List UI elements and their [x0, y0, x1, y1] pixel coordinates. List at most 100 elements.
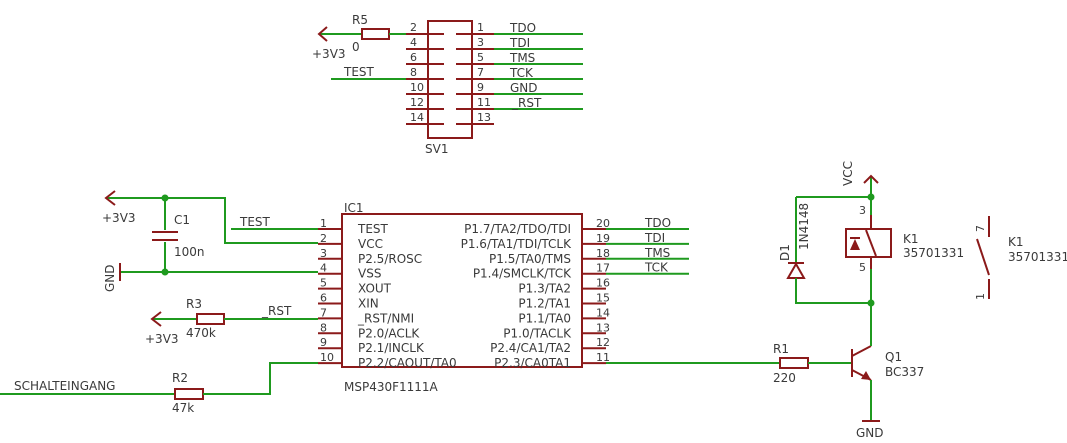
ic1-pin-name: XOUT	[358, 282, 392, 296]
ic1-pin-number: 6	[320, 292, 327, 305]
sv1-pin-label: 1	[477, 21, 484, 34]
c1-value: 100n	[174, 245, 205, 259]
sv1-pin-label: 13	[477, 111, 491, 124]
signal-label: _RST	[511, 96, 542, 110]
k1-pin-3: 3	[859, 204, 866, 217]
k1-pin-7: 7	[974, 225, 987, 232]
sv1-pin-label: 14	[410, 111, 424, 124]
ic-signal-label: TMS	[644, 246, 670, 260]
ic1-pin-number: 20	[596, 217, 610, 230]
r2-value: 47k	[172, 401, 194, 415]
sv1-pin-label: 3	[477, 36, 484, 49]
ic1-part: MSP430F1111A	[344, 380, 439, 394]
supply-label-c1: +3V3	[102, 211, 136, 225]
ic1-pin-name: P2.5/ROSC	[358, 252, 422, 266]
ic1-pin-name: P1.6/TA1/TDI/TCLK	[461, 237, 572, 251]
k1-coil-value: 35701331	[903, 246, 964, 260]
relay-k1-coil: VCC 3 5 K1 35701331	[796, 161, 964, 307]
sv1-pin-label: 4	[410, 36, 417, 49]
rst-net-label: _RST	[261, 304, 292, 318]
ic1-pin-name: TEST	[357, 222, 389, 236]
ic1-pin-name: VSS	[358, 267, 381, 281]
ic1-pin-number: 1	[320, 217, 327, 230]
ic1-pin-name: P1.5/TA0/TMS	[489, 252, 571, 266]
ic1-pin-number: 2	[320, 232, 327, 245]
ic1-pin-name: _RST/NMI	[357, 311, 414, 325]
d1-name: D1	[778, 244, 792, 261]
r1-value: 220	[773, 371, 796, 385]
ic1-pin-number: 9	[320, 336, 327, 349]
ic1-pin-name: P1.4/SMCLK/TCK	[473, 267, 572, 281]
ic1-pin-name: P1.0/TACLK	[503, 326, 572, 340]
sv1-pin-label: 5	[477, 51, 484, 64]
ic1-pin-name: P1.3/TA2	[518, 282, 571, 296]
signal-label: TDI	[509, 36, 530, 50]
sv1-pin-label: 8	[410, 66, 417, 79]
resistor-r5: R5 0	[319, 13, 406, 54]
signal-label: TDO	[509, 21, 536, 35]
c1-name: C1	[174, 213, 190, 227]
d1-value: 1N4148	[797, 203, 811, 250]
test-net-label-ic: TEST	[239, 215, 271, 229]
ic1-pin-number: 5	[320, 277, 327, 290]
transistor-q1: Q1 BC337 GND	[851, 303, 924, 440]
ic1-pin-number: 7	[320, 306, 327, 319]
k1-contact-name: K1	[1008, 235, 1024, 249]
relay-k1-contact: 7 1 K1 35701331	[974, 216, 1067, 300]
gnd-label-q1: GND	[856, 426, 884, 440]
ic1-pin-number: 17	[596, 262, 610, 275]
ic1-pin-number: 8	[320, 321, 327, 334]
ground-left: GND	[103, 263, 318, 292]
ic1-pin-name: P2.3/CA0TA1	[494, 356, 571, 370]
ic1-pin-name: P2.1/INCLK	[358, 341, 425, 355]
k1-coil-name: K1	[903, 232, 919, 246]
ic1-pin-name: P1.7/TA2/TDO/TDI	[464, 222, 571, 236]
r1-name: R1	[773, 342, 789, 356]
k1-pin-5: 5	[859, 261, 866, 274]
vcc-label: VCC	[841, 161, 855, 186]
resistor-r2: R2 47k SCHALTEINGANG	[0, 362, 318, 415]
ic1-pin-name: P1.2/TA1	[518, 297, 571, 311]
ic1-pin-number: 3	[320, 247, 327, 260]
ic1-pin-name: XIN	[358, 297, 379, 311]
sv1-pin-label: 7	[477, 66, 484, 79]
sv1-pin-label: 11	[477, 96, 491, 109]
sv1-pin-label: 10	[410, 81, 424, 94]
q1-value: BC337	[885, 365, 924, 379]
supply-label-top: +3V3	[312, 47, 346, 61]
sv1-name: SV1	[425, 142, 448, 156]
r3-value: 470k	[186, 326, 216, 340]
sv1-pin-label: 6	[410, 51, 417, 64]
ic1-pin-number: 13	[596, 321, 610, 334]
signal-label: TCK	[509, 66, 534, 80]
ic1-pin-number: 4	[320, 262, 327, 275]
k1-contact-value: 35701331	[1008, 250, 1067, 264]
ic1-pin-name: P1.1/TA0	[518, 311, 571, 325]
resistor-r1: R1 220	[606, 342, 852, 385]
ic1-pin-number: 11	[596, 351, 610, 364]
sv1-pin-label: 12	[410, 96, 424, 109]
capacitor-c1: +3V3 C1 100n	[102, 190, 318, 276]
ic1-pin-number: 15	[596, 292, 610, 305]
ic-signal-label: TDO	[644, 216, 671, 230]
ic1-pin-number: 14	[596, 306, 610, 319]
r5-name: R5	[352, 13, 368, 27]
signal-label: GND	[510, 81, 538, 95]
sv1-pin-label: 9	[477, 81, 484, 94]
supply-label-r3: +3V3	[145, 332, 179, 346]
test-net-label-top: TEST	[343, 65, 375, 79]
ic-signal-label: TDI	[644, 231, 665, 245]
ic1-pin-number: 10	[320, 351, 334, 364]
r3-name: R3	[186, 297, 202, 311]
diode-d1: D1 1N4148	[778, 197, 871, 304]
ic1-pin-number: 18	[596, 247, 610, 260]
ic-signal-label: TCK	[644, 261, 669, 275]
ic1-pin-name: P2.0/ACLK	[358, 326, 420, 340]
resistor-r3: R3 470k +3V3 _RST	[145, 297, 318, 346]
ic1-pin-number: 16	[596, 277, 610, 290]
supply-3v3-arrow-top: +3V3	[312, 26, 346, 61]
